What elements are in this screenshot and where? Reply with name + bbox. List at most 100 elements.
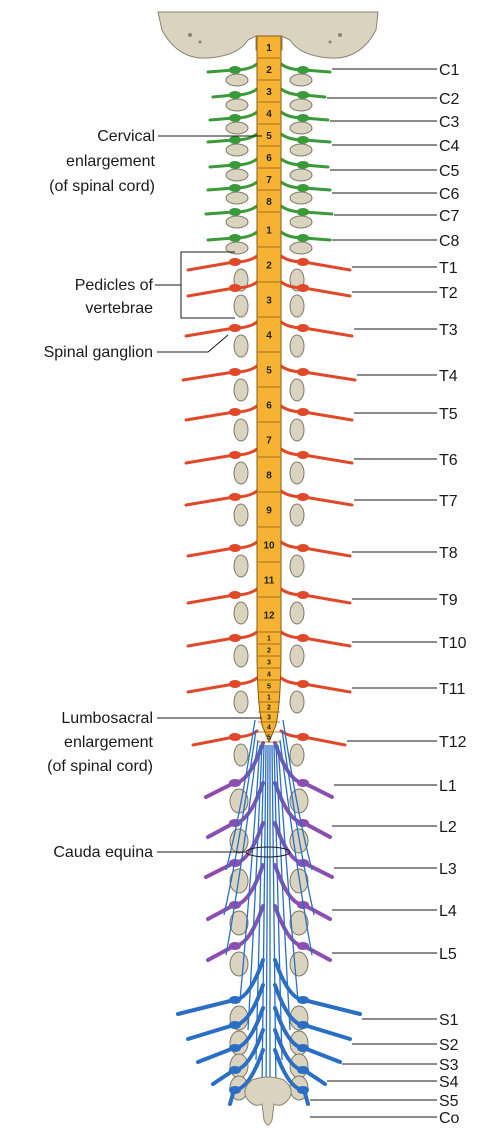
spinal-ganglion: [297, 136, 309, 144]
vertebra-pedicle: [290, 691, 304, 713]
cord-segment-number: 4: [267, 725, 271, 732]
spinal-ganglion: [297, 1066, 309, 1074]
vertebra-pedicle: [290, 216, 312, 228]
level-label: T1: [439, 260, 458, 277]
spinal-ganglion: [229, 368, 241, 376]
spinal-ganglion: [297, 451, 309, 459]
spinal-ganglion: [229, 779, 241, 787]
cord-segment-number: 5: [267, 684, 271, 691]
vertebra-pedicle: [290, 744, 304, 766]
vertebra-pedicle: [234, 744, 248, 766]
level-label: S4: [439, 1074, 459, 1091]
spinal-ganglion: [297, 208, 309, 216]
spinal-nerve-right: [281, 322, 352, 336]
spinal-ganglion: [229, 634, 241, 642]
spinal-ganglion: [297, 819, 309, 827]
cord-segment-number: 6: [266, 401, 272, 412]
level-label: S5: [439, 1093, 459, 1110]
vertebra-pedicle: [290, 952, 308, 976]
level-label: L4: [439, 903, 457, 920]
label-pedicles-1: Pedicles of: [75, 277, 154, 294]
spinal-ganglion: [229, 136, 241, 144]
cord-segment-number: 2: [267, 648, 271, 655]
vertebra-pedicle: [226, 74, 248, 86]
spinal-nerve-left: [188, 256, 257, 270]
vertebra-pedicle: [234, 335, 248, 357]
spinal-nerve-left: [188, 589, 257, 603]
spinal-nerve-left: [188, 632, 257, 646]
spinal-nerve-left: [193, 731, 257, 745]
cord-segment-number: 5: [267, 735, 271, 742]
spinal-ganglion: [297, 1021, 309, 1029]
cauda-strand: [266, 745, 268, 1100]
spinal-ganglion: [229, 258, 241, 266]
spinal-nerve-right: [281, 491, 352, 505]
cord-segment-number: 3: [267, 660, 271, 667]
spinal-ganglion: [229, 161, 241, 169]
vertebra-pedicle: [290, 74, 312, 86]
spinal-nerve-right: [281, 542, 350, 556]
cord-segment-number: 2: [267, 705, 271, 712]
spinal-ganglion: [229, 324, 241, 332]
spinal-ganglion: [229, 493, 241, 501]
spinal-ganglion: [229, 408, 241, 416]
vertebra-pedicle: [226, 169, 248, 181]
spinal-nerve-left: [188, 542, 257, 556]
spinal-ganglion: [229, 114, 241, 122]
level-label: S2: [439, 1037, 459, 1054]
vertebra-pedicle: [290, 419, 304, 441]
level-label: C2: [439, 91, 460, 108]
cord-segment-number: 10: [263, 541, 275, 552]
spinal-ganglion: [297, 634, 309, 642]
vertebra-pedicle: [226, 192, 248, 204]
vertebra-pedicle: [234, 691, 248, 713]
cord-segment-number: 5: [266, 131, 272, 142]
spinal-ganglion: [297, 258, 309, 266]
cord-segment-number: 1: [267, 695, 271, 702]
level-label: C5: [439, 163, 460, 180]
label-lumbo-3: (of spinal cord): [47, 758, 153, 775]
level-label: C6: [439, 186, 460, 203]
spinal-ganglion: [229, 284, 241, 292]
vertebra-pedicle: [290, 242, 312, 254]
spinal-ganglion: [297, 408, 309, 416]
spinal-ganglion: [297, 733, 309, 741]
spinal-ganglion: [297, 493, 309, 501]
spinal-nerve-right: [281, 731, 345, 745]
spinal-nerve-left: [183, 366, 257, 380]
level-label: C1: [439, 62, 460, 79]
spinal-ganglion: [297, 1044, 309, 1052]
cord-segment-number: 1: [267, 636, 271, 643]
spinal-ganglion: [229, 234, 241, 242]
spinal-nerve-right: [281, 406, 352, 420]
spinal-ganglion: [297, 284, 309, 292]
spinal-nerve-left: [186, 322, 257, 336]
cord-segment-number: 4: [266, 331, 272, 342]
vertebra-pedicle: [234, 602, 248, 624]
vertebra-pedicle: [290, 555, 304, 577]
spinal-ganglion: [297, 114, 309, 122]
vertebra-pedicle: [234, 645, 248, 667]
spinal-ganglion: [297, 942, 309, 950]
vertebra-pedicle: [290, 379, 304, 401]
right-level-labels: C1C2C3C4C5C6C7C8T1T2T3T4T5T6T7T8T9T10T11…: [439, 62, 467, 1127]
spinal-ganglion: [297, 161, 309, 169]
vertebra-pedicle: [234, 419, 248, 441]
label-spinal-ganglion: Spinal ganglion: [44, 344, 153, 361]
cord-segment-number: 6: [266, 153, 272, 164]
cord-segment-number: 9: [266, 506, 272, 517]
spinal-ganglion: [229, 66, 241, 74]
spinal-nerve-left: [186, 406, 257, 420]
vertebra-pedicle: [226, 122, 248, 134]
cord-segment-number: 1: [266, 43, 272, 54]
spinal-ganglion: [229, 451, 241, 459]
spinal-ganglion: [229, 996, 241, 1004]
vertebra-pedicle: [290, 504, 304, 526]
cord-segment-number: 7: [266, 175, 272, 186]
spinal-ganglion: [229, 1044, 241, 1052]
level-label: T11: [439, 681, 465, 698]
cord-segment-number: 3: [266, 296, 272, 307]
vertebra-pedicle: [234, 379, 248, 401]
spinal-ganglion: [297, 544, 309, 552]
vertebra-pedicle: [234, 555, 248, 577]
